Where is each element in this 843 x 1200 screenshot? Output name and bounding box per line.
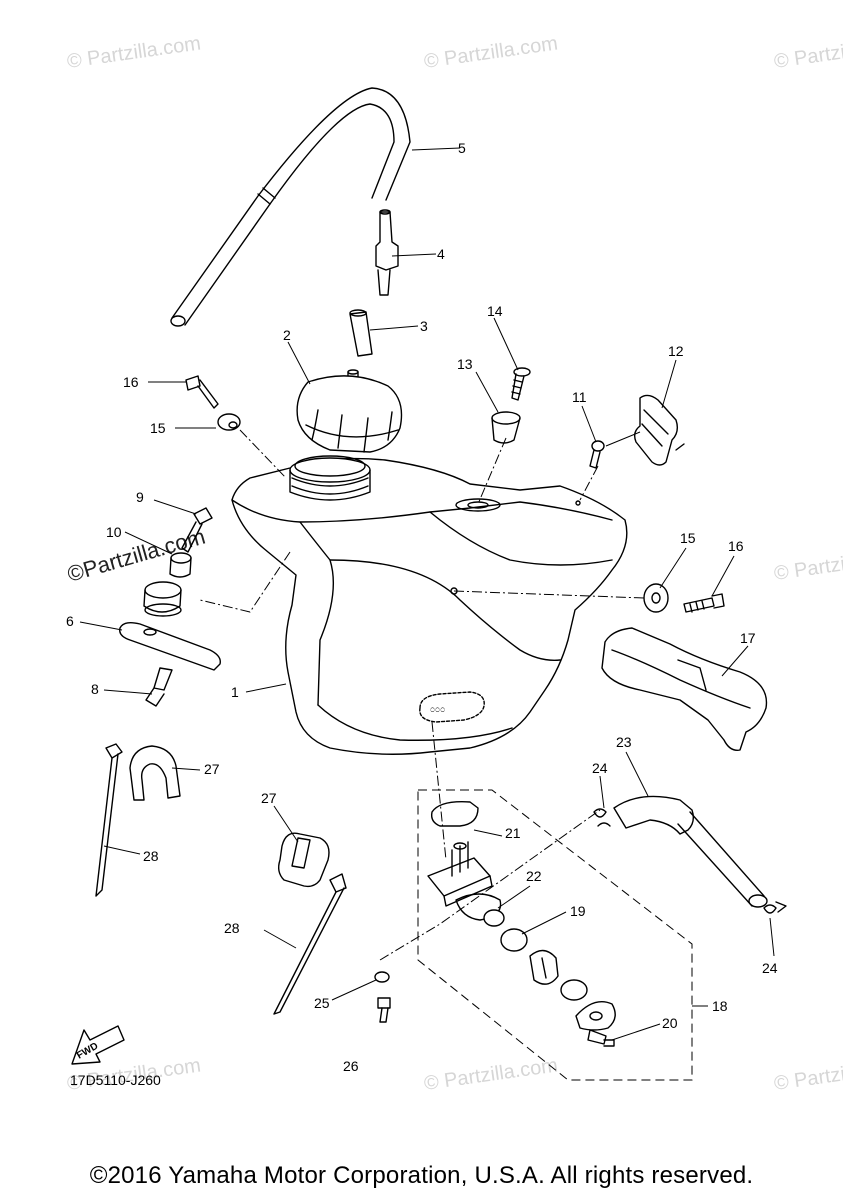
callout-11: 11 xyxy=(572,389,587,405)
callout-9: 9 xyxy=(136,489,144,505)
damper-washer-left xyxy=(217,413,241,431)
callout-6: 6 xyxy=(66,613,74,629)
callout-13: 13 xyxy=(457,356,473,372)
collar-13 xyxy=(491,411,521,444)
clamp-upper xyxy=(129,745,181,801)
copyright-notice: ©2016 Yamaha Motor Corporation, U.S.A. A… xyxy=(89,1162,754,1189)
callout-18: 18 xyxy=(712,998,728,1014)
hose-joint xyxy=(375,209,399,296)
callout-15-right: 15 xyxy=(680,530,696,546)
clamp-lower xyxy=(277,832,330,888)
callout-25: 25 xyxy=(314,995,330,1011)
fwd-arrow xyxy=(71,1025,125,1065)
callout-24-lower: 24 xyxy=(762,960,778,976)
bolt-left xyxy=(185,375,219,409)
callout-21: 21 xyxy=(505,825,521,841)
screw-11 xyxy=(589,440,605,469)
bolt-14 xyxy=(511,367,531,401)
reference-lines xyxy=(199,429,645,961)
callout-22: 22 xyxy=(526,868,542,884)
band-upper xyxy=(95,743,123,897)
clip-12 xyxy=(633,394,685,466)
tank-logo: ೦೦೦ xyxy=(430,705,445,715)
band-lower xyxy=(273,873,347,1015)
callout-numbers: 5 4 3 2 16 15 9 10 6 8 1 14 13 11 12 15 … xyxy=(66,140,778,1074)
bolt-9 xyxy=(181,507,213,553)
callout-3: 3 xyxy=(420,318,428,334)
callout-8: 8 xyxy=(91,681,99,697)
callout-19: 19 xyxy=(570,903,586,919)
callout-14: 14 xyxy=(487,303,503,319)
leader-lines xyxy=(79,147,775,1041)
callout-23: 23 xyxy=(616,734,632,750)
callout-5: 5 xyxy=(458,140,466,156)
callout-27-lower: 27 xyxy=(261,790,277,806)
drawing-code: 17D5110-J260 xyxy=(70,1072,161,1088)
damper xyxy=(143,581,182,617)
watermark: © Partzilla.com xyxy=(66,32,203,73)
callout-1: 1 xyxy=(231,684,239,700)
callout-17: 17 xyxy=(740,630,756,646)
hose-clip-b xyxy=(763,901,787,914)
fuel-cap xyxy=(296,369,403,453)
fuel-cock xyxy=(374,801,616,1047)
fuel-tank: ೦೦೦ xyxy=(231,455,628,755)
callout-2: 2 xyxy=(283,327,291,343)
hose-clip-a xyxy=(593,808,611,827)
callout-28-lower: 28 xyxy=(224,920,240,936)
callout-12: 12 xyxy=(668,343,684,359)
watermark: © Partzilla.com xyxy=(773,544,843,585)
callout-27-upper: 27 xyxy=(204,761,220,777)
watermark: © Partzilla.com xyxy=(773,1054,843,1095)
short-hose xyxy=(349,309,373,357)
watermark: © Partzilla.com xyxy=(423,1054,560,1095)
callout-26: 26 xyxy=(343,1058,359,1074)
callout-10: 10 xyxy=(106,524,122,540)
callout-20: 20 xyxy=(662,1015,678,1031)
callout-28-upper: 28 xyxy=(143,848,159,864)
watermark: © Partzilla.com xyxy=(423,32,560,73)
callout-24-upper: 24 xyxy=(592,760,608,776)
bolt-8 xyxy=(145,667,173,707)
collar-10 xyxy=(169,552,192,578)
watermark: © Partzilla.com xyxy=(773,32,843,73)
bracket-6 xyxy=(119,621,221,671)
damper-washer-right xyxy=(643,583,669,613)
tank-pad xyxy=(601,627,768,751)
callout-15-left: 15 xyxy=(150,420,166,436)
callout-4: 4 xyxy=(437,246,445,262)
callout-16-right: 16 xyxy=(728,538,744,554)
fuel-hose xyxy=(613,795,768,908)
callout-16-left: 16 xyxy=(123,374,139,390)
fuel-cock-assembly-box xyxy=(417,789,693,1081)
breather-hose xyxy=(170,87,411,327)
bolt-right xyxy=(683,593,725,613)
